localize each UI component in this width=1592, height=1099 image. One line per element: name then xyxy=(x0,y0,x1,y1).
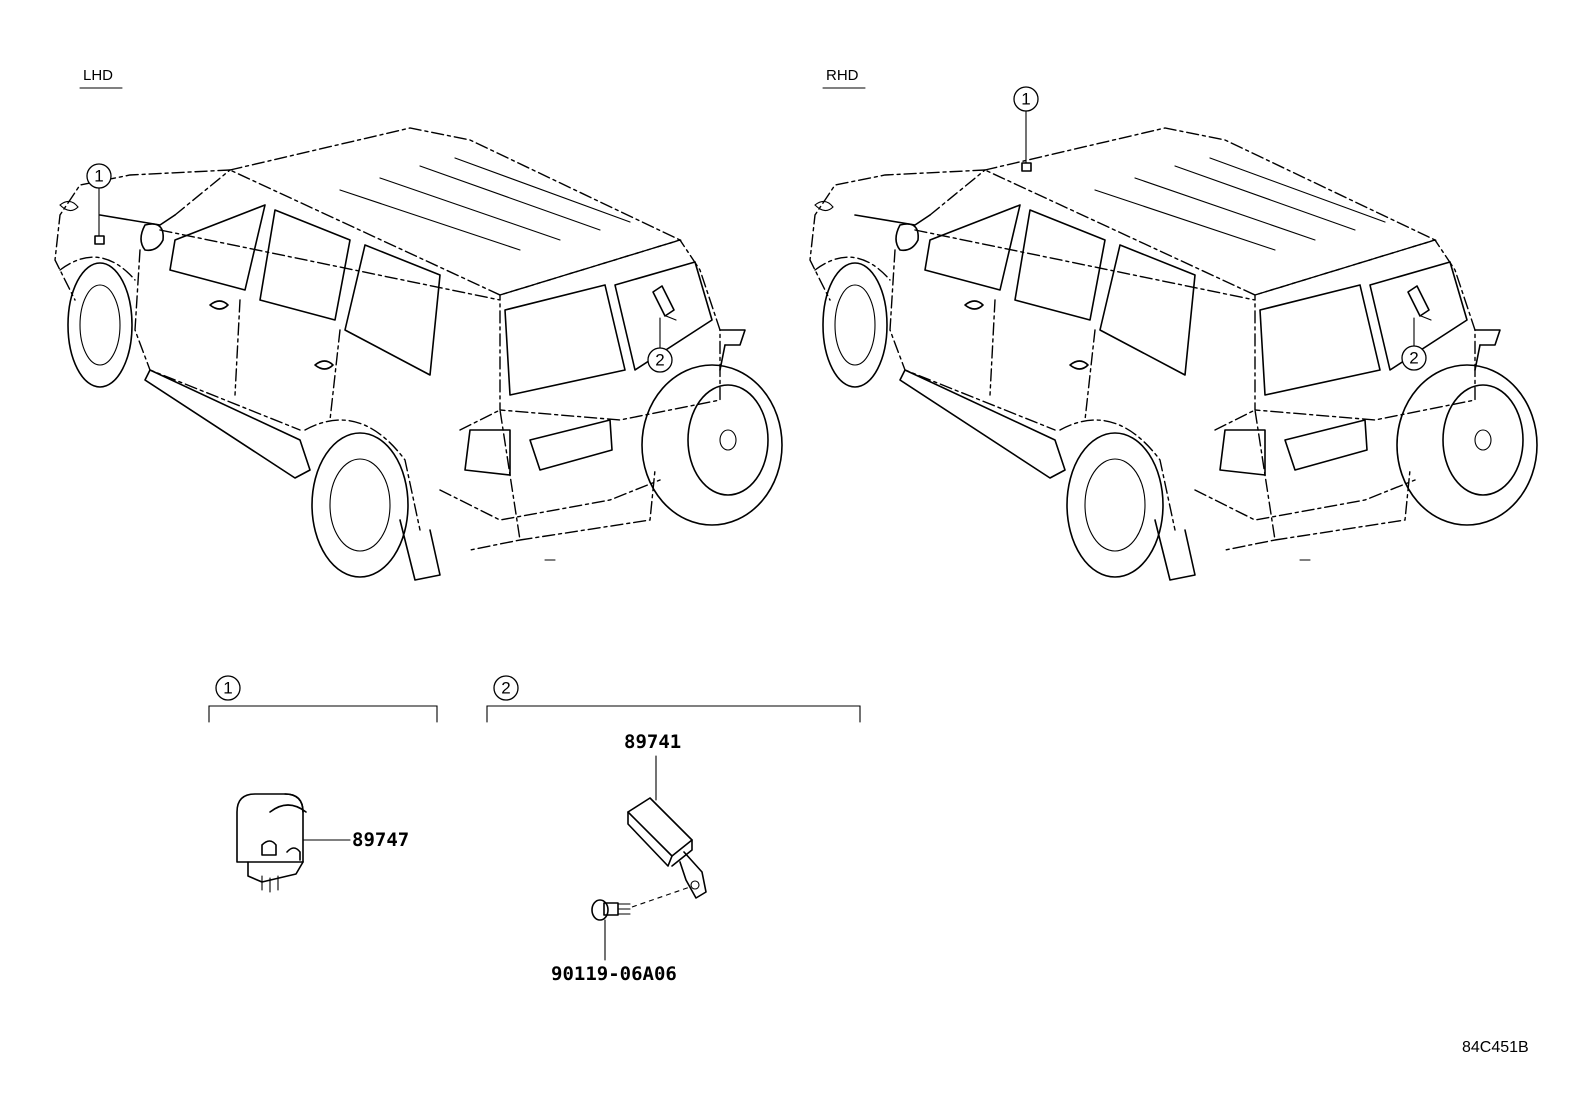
callout-1-rhd: 1 xyxy=(1013,86,1039,172)
region-label-lhd: LHD xyxy=(83,67,113,84)
detail-group-2-bracket xyxy=(486,705,861,723)
callout-1-rhd-label: 1 xyxy=(1021,90,1030,109)
lhd-view: LHD 1 2 xyxy=(54,67,783,581)
detail-group-1-bracket xyxy=(208,705,438,723)
module-part-drawing xyxy=(627,797,707,899)
callout-2-lhd: 2 xyxy=(647,317,673,373)
detail-group-2-label: 2 xyxy=(501,679,510,698)
detail-group-1-label: 1 xyxy=(223,679,232,698)
detail-group-1: 1 89747 xyxy=(208,675,438,893)
callout-2-lhd-label: 2 xyxy=(655,351,664,370)
region-label-rhd: RHD xyxy=(826,67,859,84)
vehicle-drawing-lhd xyxy=(54,127,783,581)
vehicle-drawing-rhd xyxy=(809,127,1538,581)
rhd-view: RHD 1 2 xyxy=(809,67,1538,581)
callout-2-rhd: 2 xyxy=(1401,317,1427,371)
bolt-part-drawing xyxy=(591,899,631,921)
detail-group-2: 2 89741 90119-06A06 xyxy=(486,675,861,985)
diagram-code: 84C451B xyxy=(1462,1039,1529,1056)
sensor-part-drawing xyxy=(236,793,307,893)
callout-2-rhd-label: 2 xyxy=(1409,349,1418,368)
bolt-alignment-line xyxy=(631,886,691,908)
part-number-bolt: 90119-06A06 xyxy=(551,963,677,985)
part-number-sensor: 89747 xyxy=(352,829,409,851)
part-number-module: 89741 xyxy=(624,731,681,753)
callout-1-lhd: 1 xyxy=(86,163,112,245)
callout-1-lhd-label: 1 xyxy=(94,167,103,186)
